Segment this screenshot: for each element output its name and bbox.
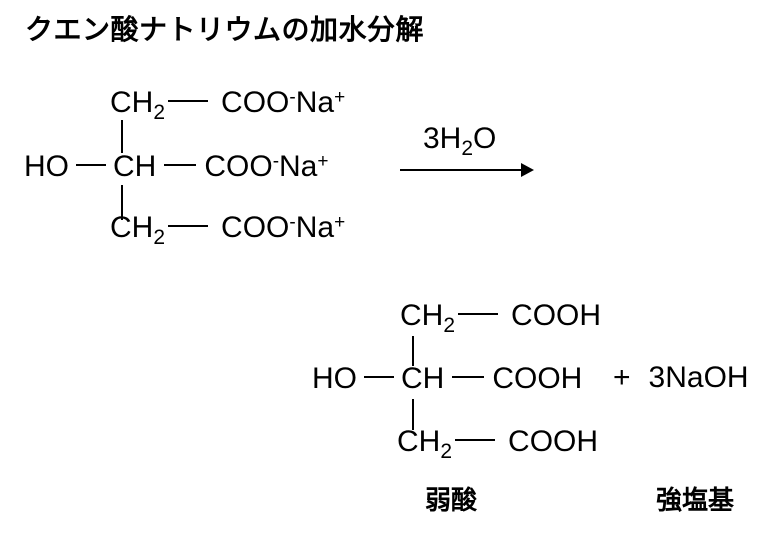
group-ch: CH — [110, 86, 154, 119]
subscript-2: 2 — [461, 137, 474, 160]
single-bond — [458, 313, 499, 315]
charge-plus: + — [334, 87, 346, 108]
group-coo: COO — [204, 150, 273, 183]
group-coo: COO — [221, 211, 290, 244]
subscript-2: 2 — [440, 440, 453, 463]
plus-sign: + — [613, 361, 631, 394]
vertical-bond — [121, 185, 123, 220]
single-bond — [164, 164, 197, 166]
vertical-bond — [121, 120, 123, 153]
group-cooh: COOH — [511, 299, 602, 332]
arrow-label: 3H2O — [423, 122, 497, 160]
charge-plus: + — [334, 212, 346, 233]
single-bond — [168, 100, 209, 102]
naoh-formula: 3NaOH — [648, 361, 749, 394]
group-ch: CH — [401, 362, 445, 395]
acid-backbone: HO CH COOH — [312, 364, 582, 394]
single-bond — [452, 376, 485, 378]
group-coo: COO — [221, 86, 290, 119]
reaction-arrow-line — [400, 169, 524, 171]
charge-minus: - — [289, 87, 296, 108]
citrate-backbone: HO CH COO-Na+ — [24, 152, 328, 182]
strong-base-label: 強塩基 — [656, 485, 735, 515]
subscript-2: 2 — [153, 101, 166, 124]
product-naoh: +3NaOH — [613, 363, 749, 393]
sodium-ion: Na — [295, 86, 335, 119]
subscript-2: 2 — [443, 314, 456, 337]
acid-arm-top: CH2 COOH — [400, 299, 602, 337]
acid-arm-bottom: CH2 COOH — [397, 425, 599, 463]
vertical-bond — [412, 336, 414, 366]
group-ch: CH — [397, 425, 441, 458]
single-bond — [168, 225, 209, 227]
vertical-bond — [412, 399, 414, 430]
water-oxygen: O — [473, 122, 497, 155]
charge-minus: - — [272, 151, 280, 172]
water-coefficient: 3H — [423, 122, 462, 155]
sodium-ion: Na — [295, 211, 335, 244]
group-ch: CH — [110, 211, 154, 244]
reaction-arrow-head — [521, 163, 534, 177]
group-cooh: COOH — [492, 362, 583, 395]
citrate-arm-bottom: CH2 COO-Na+ — [110, 211, 346, 249]
single-bond — [76, 164, 106, 166]
group-ho: HO — [24, 150, 69, 183]
charge-minus: - — [289, 212, 296, 233]
sodium-ion: Na — [279, 150, 318, 183]
group-ch: CH — [400, 299, 444, 332]
single-bond — [364, 376, 394, 378]
group-ch: CH — [113, 150, 157, 183]
citrate-arm-top: CH2 COO-Na+ — [110, 86, 346, 124]
subscript-2: 2 — [153, 226, 166, 249]
page-title: クエン酸ナトリウムの加水分解 — [25, 14, 425, 45]
charge-plus: + — [317, 151, 329, 172]
group-cooh: COOH — [508, 425, 599, 458]
single-bond — [455, 439, 496, 441]
group-ho: HO — [312, 362, 357, 395]
weak-acid-label: 弱酸 — [425, 485, 478, 515]
